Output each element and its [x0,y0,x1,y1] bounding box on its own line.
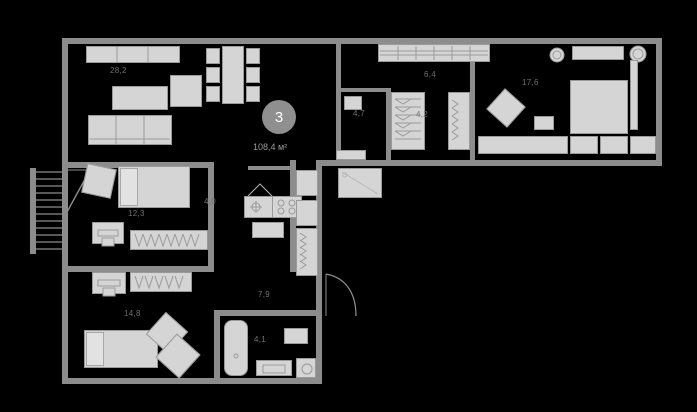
wardrobe-hangers-middle [132,232,206,248]
rooms-count-badge: 3 [262,100,296,134]
ceiling-lamp-left [548,46,566,64]
dresser-master [630,136,656,154]
side-table-master [534,116,554,130]
console-master [478,136,568,154]
room-label-living-room: 28,2 [110,66,127,75]
master-bed [570,80,628,134]
wall-bath-vert [214,310,220,384]
wall-wc-mid [386,88,391,160]
nightstand-left [570,136,598,154]
armchair-master [486,88,526,128]
curtain-master [630,60,638,130]
wardrobe-hangers-lower [132,274,190,290]
dining-chair-l1 [206,48,220,64]
dining-chair-r3 [246,86,260,102]
ceiling-lamp-right [628,44,648,64]
wall-left-window [62,168,68,252]
wall-right-outer [656,38,662,166]
sofa-living [88,115,172,145]
pantry-upper [296,200,318,226]
kitchen-units-grid [380,46,488,60]
washing-machine [296,358,316,378]
wall-wc-right [470,44,475,160]
wall-bottom-right [316,160,662,166]
kitchen-sink [246,198,266,216]
dining-table [222,46,244,104]
wall-wc-divider [341,88,386,92]
room-label-wc-left: 4,7 [353,109,366,118]
dining-chair-r1 [246,48,260,64]
bed-lower-pillow [86,332,104,366]
kitchen-corner-line [246,182,274,198]
wall-top-left [62,38,332,44]
wall-wc-left [336,44,341,160]
nightstand-right [600,136,628,154]
wall-mid-vertical [316,160,322,384]
room-label-corridor: 7,9 [258,290,271,299]
wardrobe-right-hangers [450,96,468,148]
room-label-wc-right: 4,2 [416,110,429,119]
desk-chair-lower [96,278,122,298]
bathtub [224,320,248,376]
bathtub-drain [232,352,240,360]
sofa-cushions [88,115,172,145]
bed-middle-pillow [120,168,138,206]
wall-bottom-left [62,378,322,384]
armchair-study-1 [81,163,117,199]
fridge-unit [296,170,318,196]
wall-top-right [332,38,662,44]
coffee-table [112,86,168,110]
cabinet-dividers-top [86,46,180,63]
armchair-living [170,75,202,107]
kitchen-upper-cabinets [86,46,180,63]
wall-hall-vert [208,162,214,272]
room-label-master-bedroom: 17,6 [522,78,539,87]
total-area-label: 108,4 м² [253,142,288,152]
vanity-basin [262,364,286,374]
stove-burners [274,198,300,216]
wall-left-lower [62,252,68,384]
vanity-sink [256,360,292,376]
wall-bed-mid [68,266,214,272]
room-label-bedroom-lower-left: 14,8 [124,309,141,318]
headboard [572,46,624,60]
door-swing-entry [324,272,358,318]
wc-left-fixture [344,96,362,110]
wall-kitchen-top [248,166,296,170]
dining-chair-l3 [206,86,220,102]
closet-corridor-hangers [298,230,316,274]
dining-chair-l2 [206,67,220,83]
shower-drain-line [340,170,380,196]
storage-cabinet-hangers [393,96,423,148]
room-label-kitchen-dining: 6,4 [424,70,437,79]
wall-left-upper [62,38,68,168]
dining-chair-r2 [246,67,260,83]
room-label-hall: 4,0 [204,197,217,206]
wc-counter-top [336,150,366,160]
toilet [284,328,308,344]
room-label-bathroom-main: 4,1 [254,335,267,344]
desk-chair-middle [96,228,120,248]
storage-cabinet-center [391,92,425,150]
wall-living-bottom [68,162,214,168]
room-label-bedroom-middle: 12,3 [128,209,145,218]
wall-bath-top [214,310,322,316]
washing-machine-door [300,362,314,376]
balcony-rail-left [30,168,66,254]
kitchen-island [252,222,284,238]
